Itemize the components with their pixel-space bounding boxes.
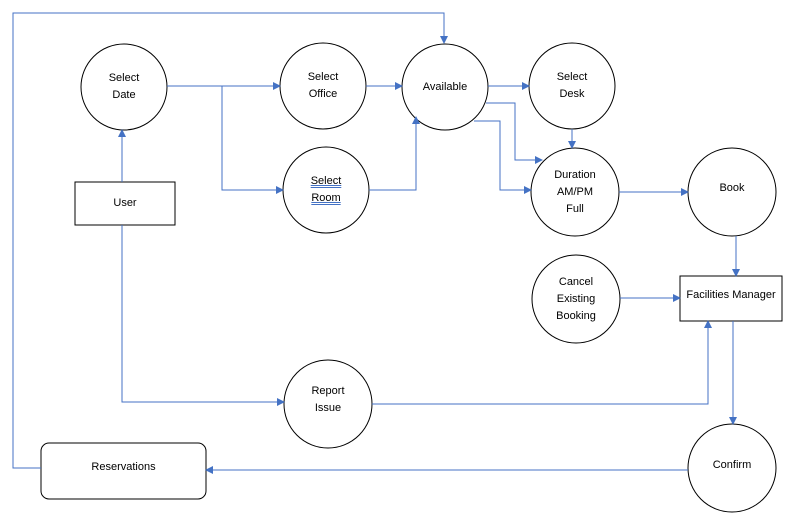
- select-office-line-1: Select: [307, 71, 339, 83]
- available-label: Available: [402, 44, 488, 130]
- duration-label: Duration AM/PM Full: [531, 148, 619, 236]
- report-issue-label: Report Issue: [284, 360, 372, 440]
- user-label: User: [75, 182, 175, 225]
- reservations-label: Reservations: [41, 443, 206, 491]
- book-label: Book: [688, 148, 776, 228]
- arrow-available-to-duration-lower: [474, 120, 532, 194]
- select-desk-line-1: Select: [556, 71, 588, 83]
- select-date-label: Select Date: [81, 44, 167, 130]
- book-text: Book: [719, 181, 745, 194]
- user-text: User: [113, 197, 137, 209]
- available-text: Available: [422, 80, 468, 93]
- cancel-booking-line-2: Existing: [556, 292, 596, 305]
- duration-line-1: Duration: [554, 168, 596, 181]
- report-issue-line-1: Report: [311, 385, 345, 397]
- report-issue-line-2: Issue: [314, 402, 342, 414]
- arrow-reservations-to-available: [12, 12, 448, 469]
- arrow-available-to-duration-upper: [486, 102, 543, 164]
- facilities-manager-text: Facilities Manager: [686, 288, 776, 301]
- select-office-label: Select Office: [280, 43, 366, 129]
- cancel-booking-circle: [531, 254, 621, 344]
- arrow-report-issue-to-facilities-manager: [372, 320, 712, 405]
- select-desk-label: Select Desk: [529, 43, 615, 129]
- select-room-label: Select Room: [283, 147, 369, 233]
- facilities-manager-box: [679, 275, 783, 322]
- select-date-line-2: Date: [112, 89, 136, 101]
- arrow-select-room-to-available: [369, 116, 420, 191]
- cancel-booking-label: Cancel Existing Booking: [532, 255, 620, 343]
- cancel-booking-line-1: Cancel: [558, 275, 594, 288]
- select-room-line-2: Room: [311, 192, 341, 204]
- duration-line-2: AM/PM: [556, 185, 594, 198]
- user-box: [74, 181, 176, 226]
- arrow-select-date-to-select-room: [221, 86, 284, 194]
- cancel-booking-line-3: Booking: [556, 309, 596, 322]
- arrow-user-to-report-issue: [121, 225, 285, 406]
- select-room-line-1: Select: [310, 175, 342, 187]
- reservations-text: Reservations: [91, 460, 156, 473]
- facilities-manager-label: Facilities Manager: [680, 276, 782, 314]
- select-desk-line-2: Desk: [559, 88, 585, 100]
- select-date-line-1: Select: [108, 72, 140, 84]
- duration-line-3: Full: [566, 202, 584, 215]
- confirm-label: Confirm: [688, 424, 776, 506]
- select-office-line-2: Office: [308, 88, 338, 100]
- confirm-text: Confirm: [712, 458, 752, 471]
